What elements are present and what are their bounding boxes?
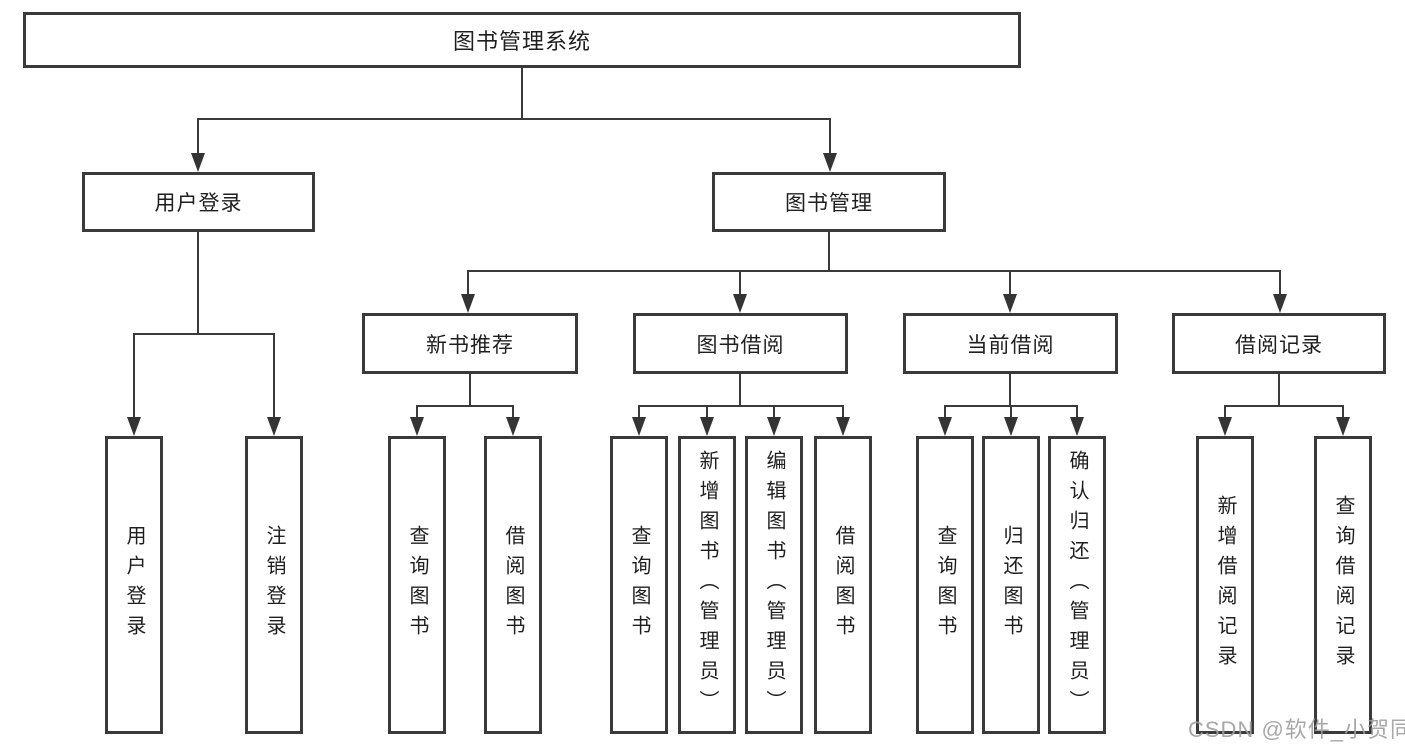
leaf-add-book-admin: 新增图书（管理员） [678, 436, 736, 734]
connector-line [133, 333, 275, 335]
connector-line [1342, 405, 1344, 419]
leaf-edit-book-admin: 编辑图书（管理员） [745, 436, 803, 734]
arrowhead-icon [823, 153, 837, 172]
connector-line [197, 232, 199, 335]
leaf-query-borrow-record: 查询借阅记录 [1314, 436, 1372, 734]
arrowhead-icon [1070, 417, 1084, 436]
node-book-management: 图书管理 [712, 172, 946, 232]
node-library-system: 图书管理系统 [23, 12, 1021, 68]
connector-line [521, 68, 523, 120]
leaf-query-books-recommend: 查询图书 [388, 436, 446, 734]
connector-line [944, 405, 946, 419]
arrowhead-icon [461, 294, 475, 313]
arrowhead-icon [632, 417, 646, 436]
connector-line [1279, 270, 1281, 296]
arrowhead-icon [767, 417, 781, 436]
node-user-login: 用户登录 [82, 172, 315, 232]
connector-line [842, 405, 844, 419]
arrowhead-icon [1336, 417, 1350, 436]
connector-line [467, 270, 1281, 272]
arrowhead-icon [700, 417, 714, 436]
connector-line [829, 118, 831, 156]
connector-line [416, 405, 514, 407]
connector-line [638, 405, 640, 419]
arrowhead-icon [267, 417, 281, 436]
node-book-borrowing: 图书借阅 [633, 313, 848, 374]
arrowhead-icon [191, 153, 205, 172]
connector-line [773, 405, 775, 419]
connector-line [512, 405, 514, 419]
connector-line [469, 374, 471, 407]
node-borrowing-records: 借阅记录 [1172, 313, 1386, 374]
connector-line [416, 405, 418, 419]
connector-line [638, 405, 844, 407]
node-new-book-recommendation: 新书推荐 [362, 313, 578, 374]
connector-line [1076, 405, 1078, 419]
connector-line [1278, 374, 1280, 407]
leaf-return-books: 归还图书 [982, 436, 1040, 734]
leaf-logout: 注销登录 [245, 436, 303, 734]
connector-line [197, 118, 831, 120]
connector-line [1010, 405, 1012, 419]
connector-line [706, 405, 708, 419]
arrowhead-icon [938, 417, 952, 436]
connector-line [739, 270, 741, 296]
leaf-confirm-return-admin: 确认归还（管理员） [1048, 436, 1106, 734]
connector-line [1009, 270, 1011, 296]
arrowhead-icon [733, 294, 747, 313]
connector-line [1224, 405, 1226, 419]
arrowhead-icon [836, 417, 850, 436]
leaf-query-books-current: 查询图书 [916, 436, 974, 734]
arrowhead-icon [1273, 294, 1287, 313]
leaf-user-login: 用户登录 [105, 436, 163, 734]
connector-line [1009, 374, 1011, 407]
node-current-borrowing: 当前借阅 [903, 313, 1118, 374]
arrowhead-icon [127, 417, 141, 436]
leaf-query-books-borrowing: 查询图书 [610, 436, 668, 734]
connector-line [133, 333, 135, 419]
watermark: CSDN @软件_小贺同学 [1188, 717, 1405, 742]
arrowhead-icon [1004, 417, 1018, 436]
leaf-borrow-books-borrowing: 借阅图书 [814, 436, 872, 734]
arrowhead-icon [1003, 294, 1017, 313]
arrowhead-icon [506, 417, 520, 436]
leaf-add-borrow-record: 新增借阅记录 [1196, 436, 1254, 734]
connector-line [1224, 405, 1344, 407]
connector-line [273, 333, 275, 419]
arrowhead-icon [1218, 417, 1232, 436]
connector-line [467, 270, 469, 296]
connector-line [828, 232, 830, 272]
connector-line [739, 374, 741, 407]
connector-line [197, 118, 199, 156]
leaf-borrow-books-recommend: 借阅图书 [484, 436, 542, 734]
arrowhead-icon [410, 417, 424, 436]
